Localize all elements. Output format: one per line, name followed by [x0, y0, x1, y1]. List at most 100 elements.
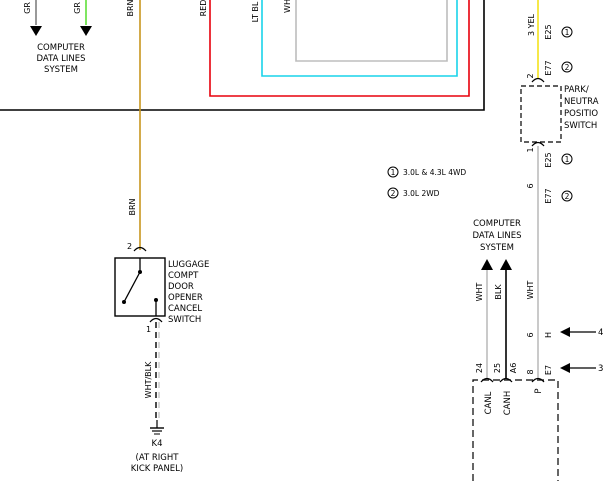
ground-id: K4	[152, 439, 163, 449]
ltblu-wire-loop	[261, 0, 458, 77]
connector-top-icon	[133, 246, 147, 252]
wire-label-red: RED	[199, 0, 208, 16]
pin-25: 25	[493, 363, 502, 373]
module-outline	[0, 0, 485, 111]
arrow-up-icon	[481, 259, 493, 270]
note-text: 3.0L 2WD	[403, 189, 440, 198]
arrow-left-icon	[560, 327, 570, 337]
luggage-compt-switch: 1 LUGGAGE COMPT DOOR OPENER CANCEL SWITC…	[114, 246, 209, 334]
ref-4: 4	[598, 328, 603, 338]
note-circle-icon	[561, 190, 573, 202]
pin-e25-mid: E25	[544, 152, 553, 167]
computer-data-lines-left-1: COMPUTER	[37, 43, 85, 53]
module-canh: CANH	[503, 391, 513, 416]
pin-e77-top: E77	[544, 60, 553, 75]
module-p: P	[534, 388, 544, 393]
computer-data-lines-right: COMPUTER DATA LINES SYSTEM WHT BLK	[473, 219, 522, 378]
wire-label-gr-1: GR	[23, 2, 32, 14]
cdl-right-1: COMPUTER	[473, 219, 521, 229]
pns-label-2: NEUTRA	[564, 97, 599, 107]
switch-pin-1: 1	[146, 325, 151, 334]
note-circle-icon	[561, 153, 573, 165]
pin-h: H	[544, 332, 553, 338]
connector-icon	[480, 377, 494, 383]
pin-8: 8	[526, 369, 535, 374]
wht-wire-loop	[295, 0, 448, 62]
ground-wire: WHT/BLK K4 (AT RIGHT KICK PANEL)	[131, 322, 183, 474]
reference-arrows: 6 H 4 E7 3	[526, 327, 603, 375]
cdl-right-2: DATA LINES	[473, 231, 522, 241]
switch-blade	[123, 271, 141, 303]
wire-label-wht: WH	[283, 0, 292, 13]
note-circle-icon	[387, 166, 399, 178]
wire-label-brn: BRN	[128, 198, 137, 215]
top-module-frame	[0, 0, 485, 111]
notes-legend: 1 3.0L & 4.3L 4WD 2 3.0L 2WD	[387, 166, 466, 199]
switch-label-6: SWITCH	[168, 315, 201, 325]
pin-e25-top: E25	[544, 24, 553, 39]
pns-label-4: SWITCH	[564, 121, 597, 131]
lower-connector: 24 25 A6 8	[475, 363, 545, 383]
pns-pin-2: 2	[526, 73, 535, 78]
note-circle-icon	[561, 61, 573, 73]
arrow-down-icon	[80, 26, 92, 36]
right-top-wire: 3 YEL E25 1 E77 2 2	[526, 0, 573, 79]
pin-6: 6	[526, 183, 535, 188]
pns-label-1: PARK/	[564, 85, 589, 95]
switch-label-1: LUGGAGE	[168, 260, 209, 270]
pin-6-h: 6	[526, 332, 535, 337]
pns-box	[520, 85, 562, 143]
wire-label-brn-top: BRN	[126, 0, 135, 17]
wire-label-ltblu: LT BL	[251, 1, 260, 22]
arrow-left-icon	[560, 363, 570, 373]
cdl-right-3: SYSTEM	[480, 243, 514, 253]
control-module: CANL CANH P	[472, 379, 559, 481]
brn-wire: BRN 2	[127, 0, 141, 251]
wire-label-wht-left: WHT	[475, 282, 484, 301]
pns-wht-wire: E25 1 6 E77 2 WHT	[526, 146, 573, 378]
note-text: 3.0L & 4.3L 4WD	[403, 168, 466, 177]
note-circle-icon	[561, 26, 573, 38]
ground-location-2: KICK PANEL)	[131, 464, 183, 474]
note-circle-icon	[387, 187, 399, 199]
computer-data-lines-left-2: DATA LINES	[37, 54, 86, 64]
note-num: 1	[391, 168, 396, 177]
ref-3: 3	[598, 364, 603, 374]
pns-pin-1: 1	[526, 147, 535, 152]
note-num: 2	[565, 63, 570, 72]
note-num: 1	[565, 155, 570, 164]
connector-bottom-icon	[531, 141, 545, 147]
pin-e7: E7	[544, 365, 553, 375]
wire-label-blk: BLK	[494, 284, 503, 300]
red-wire-loop	[209, 0, 470, 97]
switch-label-5: CANCEL	[168, 304, 202, 314]
connector-top-icon	[531, 77, 545, 83]
wire-label-3yel: 3 YEL	[527, 13, 536, 36]
switch-label-2: COMPT	[168, 271, 199, 281]
switch-label-3: DOOR	[168, 282, 194, 292]
arrow-up-icon	[500, 259, 512, 270]
module-canl: CANL	[484, 391, 494, 414]
wire-label-whtblk: WHT/BLK	[144, 361, 153, 398]
arrow-down-icon	[30, 26, 42, 36]
computer-data-lines-left-3: SYSTEM	[44, 65, 78, 75]
switch-pin-2: 2	[127, 242, 132, 251]
pin-a6: A6	[509, 363, 518, 374]
pin-e77-mid: E77	[544, 188, 553, 203]
top-left-wires: GR GR BRN RED LT BL WH COMPUTER DATA LIN…	[23, 0, 292, 75]
wire-label-wht-right: WHT	[526, 280, 535, 299]
ground-location-1: (AT RIGHT	[136, 453, 180, 463]
connector-bottom-icon	[149, 317, 163, 323]
pin-24: 24	[475, 363, 484, 373]
module-box	[472, 379, 559, 481]
connector-icon	[531, 377, 545, 383]
connector-icon	[499, 377, 513, 383]
switch-label-4: OPENER	[168, 293, 203, 303]
wire-label-gr-2: GR	[73, 2, 82, 14]
note-num: 2	[565, 192, 570, 201]
note-num: 2	[391, 189, 396, 198]
note-num: 1	[565, 28, 570, 37]
park-neutral-position-switch: 1 PARK/ NEUTRA POSITIO SWITCH	[520, 77, 599, 153]
pns-label-3: POSITIO	[564, 109, 598, 119]
